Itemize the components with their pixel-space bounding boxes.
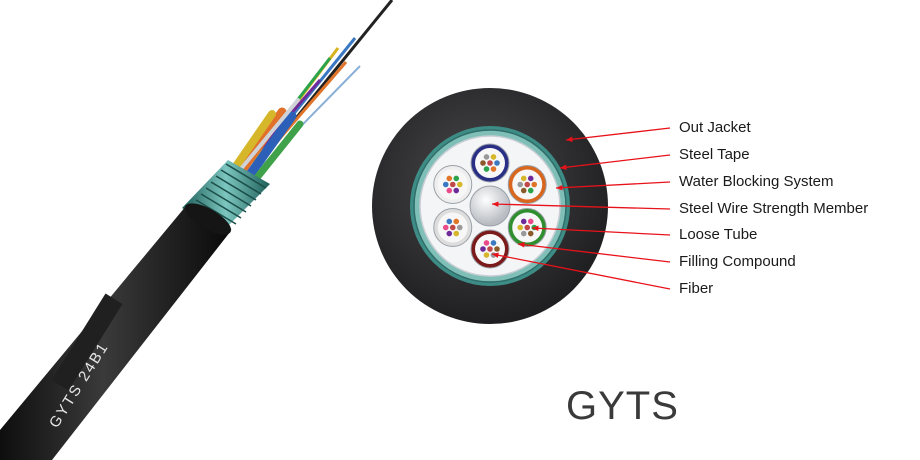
fiber-dot xyxy=(480,160,486,166)
fiber-dot xyxy=(453,230,460,237)
fiber-dot xyxy=(520,218,527,225)
leader-arrowhead xyxy=(560,164,567,170)
center-strength-member xyxy=(469,185,511,227)
fiber-dot xyxy=(520,230,527,237)
loose-tube xyxy=(470,229,510,269)
fiber-dot xyxy=(520,187,527,194)
fiber-dot xyxy=(490,166,497,172)
fiber-dot xyxy=(527,175,534,182)
label-loose-tube: Loose Tube xyxy=(679,226,758,243)
fiber-dot xyxy=(442,224,449,231)
leader-lines xyxy=(491,127,671,290)
fiber-dot xyxy=(527,187,534,194)
fiber-dot xyxy=(442,181,449,188)
exposed-loose-tubes xyxy=(228,98,304,188)
cable-cross-section xyxy=(372,88,608,324)
loose-tube xyxy=(433,208,473,247)
fiber-dot xyxy=(527,218,534,225)
leader-arrowhead xyxy=(566,136,573,142)
label-filling-compound: Filling Compound xyxy=(679,253,796,270)
fiber-dot xyxy=(453,175,460,182)
fiber-dot xyxy=(456,224,463,231)
fiber-dot xyxy=(494,160,500,166)
leader-arrowhead xyxy=(532,225,539,232)
fiber-dot xyxy=(517,181,524,188)
fiber-dot xyxy=(517,224,524,231)
fiber-dot xyxy=(527,230,534,237)
fiber-dot xyxy=(483,252,490,258)
label-steel-tape: Steel Tape xyxy=(679,146,750,163)
fiber-dot xyxy=(453,218,460,225)
fiber-dot xyxy=(520,175,527,182)
label-fiber: Fiber xyxy=(679,280,714,297)
label-water-blocking-system: Water Blocking System xyxy=(679,173,834,190)
leader-line xyxy=(555,181,671,189)
leader-arrowhead xyxy=(518,242,525,248)
fiber-dot xyxy=(446,218,453,225)
fiber-dot xyxy=(456,181,463,188)
leader-line xyxy=(531,227,671,236)
fiber-dot xyxy=(490,154,497,160)
fiber-dot xyxy=(494,246,500,252)
leader-line xyxy=(491,203,671,210)
loose-tube xyxy=(470,143,510,183)
leader-line xyxy=(559,154,671,169)
loose-tube xyxy=(507,165,547,204)
loose-tube xyxy=(433,165,473,204)
fiber-dot xyxy=(490,240,497,246)
fiber-dot xyxy=(483,166,490,172)
leader-line xyxy=(565,127,671,141)
leader-arrowhead xyxy=(556,184,563,191)
fiber-dot xyxy=(483,240,490,246)
page-title: GYTS xyxy=(566,384,679,428)
fiber-dot xyxy=(446,230,453,237)
fiber-dot xyxy=(453,187,460,194)
loose-tubes xyxy=(433,143,547,269)
leader-line xyxy=(491,253,671,290)
fiber-dot xyxy=(531,181,538,188)
leader-arrowhead xyxy=(492,201,499,207)
cable-side-view xyxy=(0,0,394,460)
label-out-jacket: Out Jacket xyxy=(679,119,751,136)
fiber-dot xyxy=(446,175,453,182)
fiber-dot xyxy=(446,187,453,194)
fiber-dot xyxy=(483,154,490,160)
label-steel-wire-strength-member: Steel Wire Strength Member xyxy=(679,200,869,217)
fiber-dot xyxy=(480,246,486,252)
cable-jacket xyxy=(0,203,232,460)
cable-print-band xyxy=(51,293,123,391)
leader-arrowhead xyxy=(492,252,499,258)
loose-tube xyxy=(507,208,547,247)
leader-line xyxy=(517,243,671,263)
